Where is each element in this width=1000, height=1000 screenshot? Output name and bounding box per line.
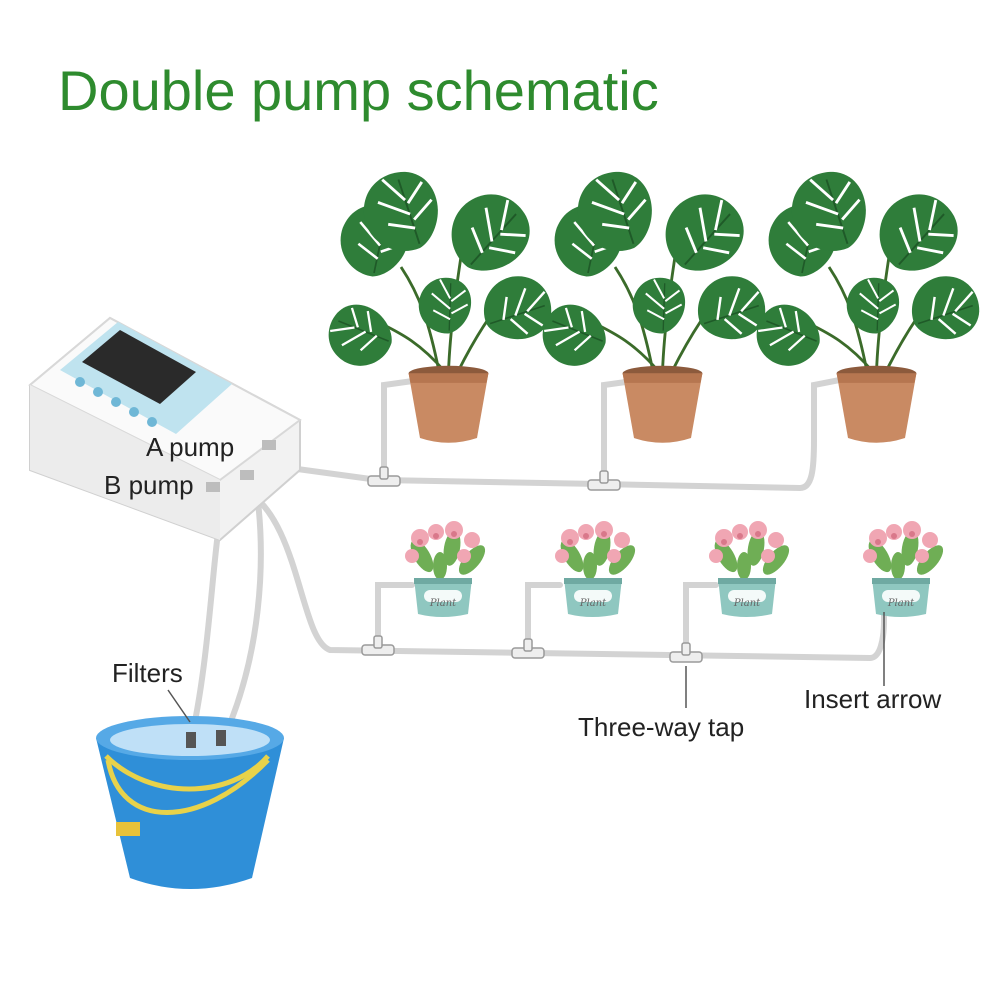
b-pump-label: B pump (104, 470, 194, 500)
monstera-plant-icon (317, 161, 560, 443)
monstera-row (317, 161, 988, 443)
pot-label: Plant (429, 598, 457, 609)
succulent-row (405, 521, 948, 617)
succulent-pot-labels: Plant Plant Plant Plant (429, 598, 915, 609)
controller-device-icon (28, 316, 302, 542)
pot-label: Plant (733, 598, 761, 609)
a-pump-label: A pump (146, 432, 235, 462)
diagram-title: Double pump schematic (58, 59, 659, 122)
three-way-tap-label: Three-way tap (578, 712, 745, 742)
a-line-tubing (265, 375, 853, 492)
tee-connector-icon (669, 642, 703, 663)
tee-connectors (361, 466, 703, 663)
filters-label: Filters (112, 658, 183, 688)
callout-lines (167, 612, 885, 723)
tee-connector-icon (587, 470, 621, 491)
monstera-plant-icon (531, 161, 774, 443)
insert-arrow-label: Insert arrow (804, 684, 942, 714)
tee-connector-icon (511, 638, 545, 659)
pot-label: Plant (887, 598, 915, 609)
monstera-plant-icon (745, 161, 988, 443)
tee-connector-icon (361, 635, 395, 656)
b-line-tubing (242, 487, 887, 662)
tee-connector-icon (367, 466, 401, 487)
water-bucket-icon (96, 716, 284, 889)
pot-label: Plant (579, 598, 607, 609)
